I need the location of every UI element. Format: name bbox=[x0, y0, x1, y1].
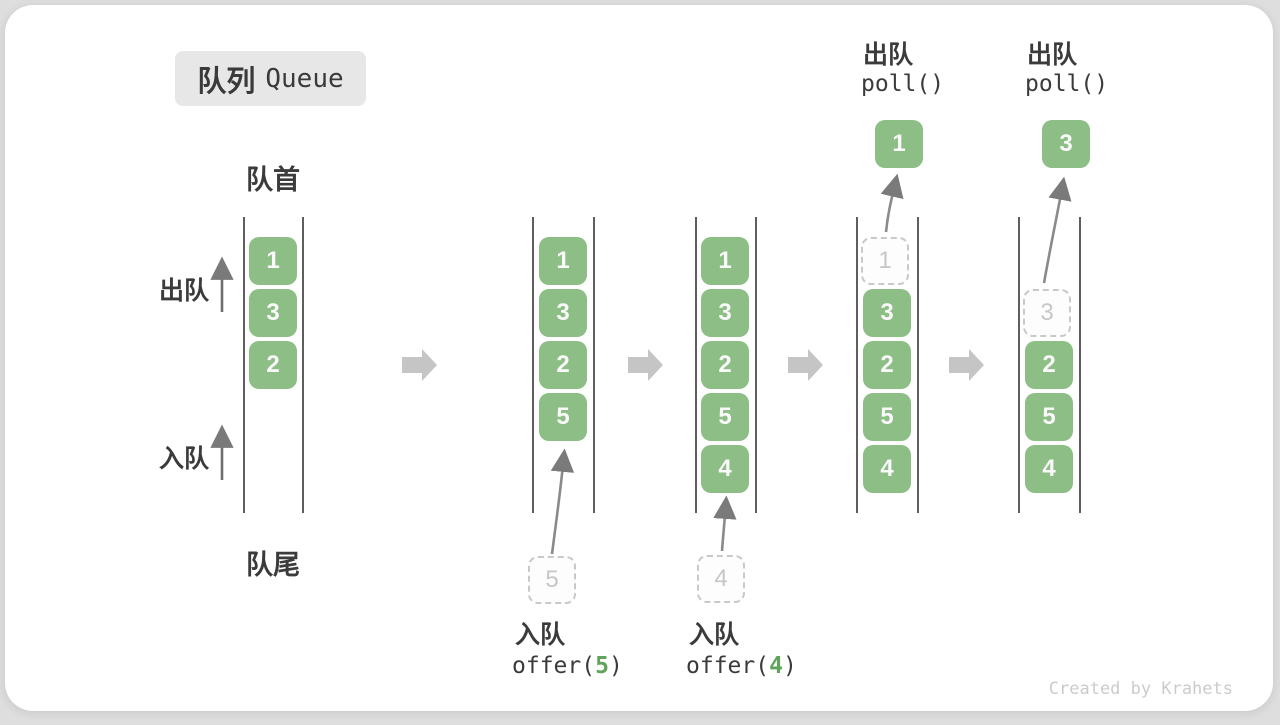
dequeue-op-label: 出队 bbox=[1027, 41, 1078, 69]
removed-box-dashed: 3 bbox=[1023, 289, 1071, 337]
queue4-wall-left bbox=[856, 217, 858, 513]
queue4-wall-right bbox=[917, 217, 919, 513]
queue-box: 4 bbox=[701, 445, 749, 493]
staged-box-dashed: 4 bbox=[697, 555, 745, 603]
title-zh: 队列 bbox=[197, 65, 256, 98]
next-state-arrow-icon bbox=[788, 349, 823, 381]
enqueue-op-label: 入队 bbox=[689, 621, 740, 649]
queue3-wall-right bbox=[755, 217, 757, 513]
code-arg: 4 bbox=[769, 653, 783, 679]
queue-box: 1 bbox=[539, 237, 587, 285]
queue-box: 1 bbox=[701, 237, 749, 285]
queue-box: 2 bbox=[1025, 341, 1073, 389]
watermark: Created by Krahets bbox=[1048, 679, 1233, 699]
out-box: 3 bbox=[1042, 120, 1090, 168]
dequeue-out-arrow-icon bbox=[1042, 176, 1072, 284]
diagram-card: 队列 Queue 队首 队尾 出队 入队 1 3 2 1 3 2 5 5 入队 … bbox=[5, 5, 1273, 711]
queue2-wall-left bbox=[532, 217, 534, 513]
out-box: 1 bbox=[875, 120, 923, 168]
dequeue-op-code: poll() bbox=[861, 71, 945, 97]
queue-box: 2 bbox=[249, 341, 297, 389]
queue-box: 3 bbox=[701, 289, 749, 337]
label-queue-rear: 队尾 bbox=[246, 550, 300, 580]
queue-box: 3 bbox=[539, 289, 587, 337]
enqueue-insert-arrow-icon bbox=[550, 448, 575, 555]
title-en: Queue bbox=[265, 63, 344, 94]
code-post: ) bbox=[782, 653, 797, 679]
code-pre: offer( bbox=[512, 653, 596, 679]
dequeue-op-code: poll() bbox=[1025, 71, 1109, 97]
enqueue-op-code: offer(5) bbox=[512, 653, 623, 679]
dequeue-out-arrow-icon bbox=[880, 173, 904, 233]
code-arg: 5 bbox=[595, 653, 609, 679]
removed-box-dashed: 1 bbox=[861, 237, 909, 285]
staged-box-dashed: 5 bbox=[528, 556, 576, 604]
code-post: ) bbox=[608, 653, 623, 679]
label-dequeue-side: 出队 bbox=[159, 277, 210, 305]
queue-box: 3 bbox=[249, 289, 297, 337]
next-state-arrow-icon bbox=[949, 349, 984, 381]
next-state-arrow-icon bbox=[628, 349, 663, 381]
queue-box: 4 bbox=[1025, 445, 1073, 493]
queue-box: 5 bbox=[701, 393, 749, 441]
arrows-layer bbox=[210, 173, 1072, 555]
queue-box: 5 bbox=[539, 393, 587, 441]
queue-box: 4 bbox=[863, 445, 911, 493]
label-enqueue-side: 入队 bbox=[159, 445, 210, 473]
queue5-wall-right bbox=[1079, 217, 1081, 513]
label-queue-front: 队首 bbox=[246, 165, 300, 195]
queue1-wall-left bbox=[243, 217, 245, 513]
queue5-wall-left bbox=[1018, 217, 1020, 513]
enqueue-op-code: offer(4) bbox=[686, 653, 797, 679]
queue2-wall-right bbox=[593, 217, 595, 513]
dequeue-op-label: 出队 bbox=[863, 41, 914, 69]
queue-box: 3 bbox=[863, 289, 911, 337]
next-state-arrow-icon bbox=[402, 349, 437, 381]
queue-box: 2 bbox=[863, 341, 911, 389]
queue-box: 2 bbox=[539, 341, 587, 389]
queue-box: 5 bbox=[1025, 393, 1073, 441]
title-badge: 队列 Queue bbox=[175, 51, 366, 106]
queue-box: 2 bbox=[701, 341, 749, 389]
enqueue-insert-arrow-icon bbox=[713, 495, 737, 552]
queue-box: 5 bbox=[863, 393, 911, 441]
enqueue-op-label: 入队 bbox=[515, 621, 566, 649]
code-pre: offer( bbox=[686, 653, 770, 679]
queue1-wall-right bbox=[302, 217, 304, 513]
queue3-wall-left bbox=[695, 217, 697, 513]
queue-box: 1 bbox=[249, 237, 297, 285]
